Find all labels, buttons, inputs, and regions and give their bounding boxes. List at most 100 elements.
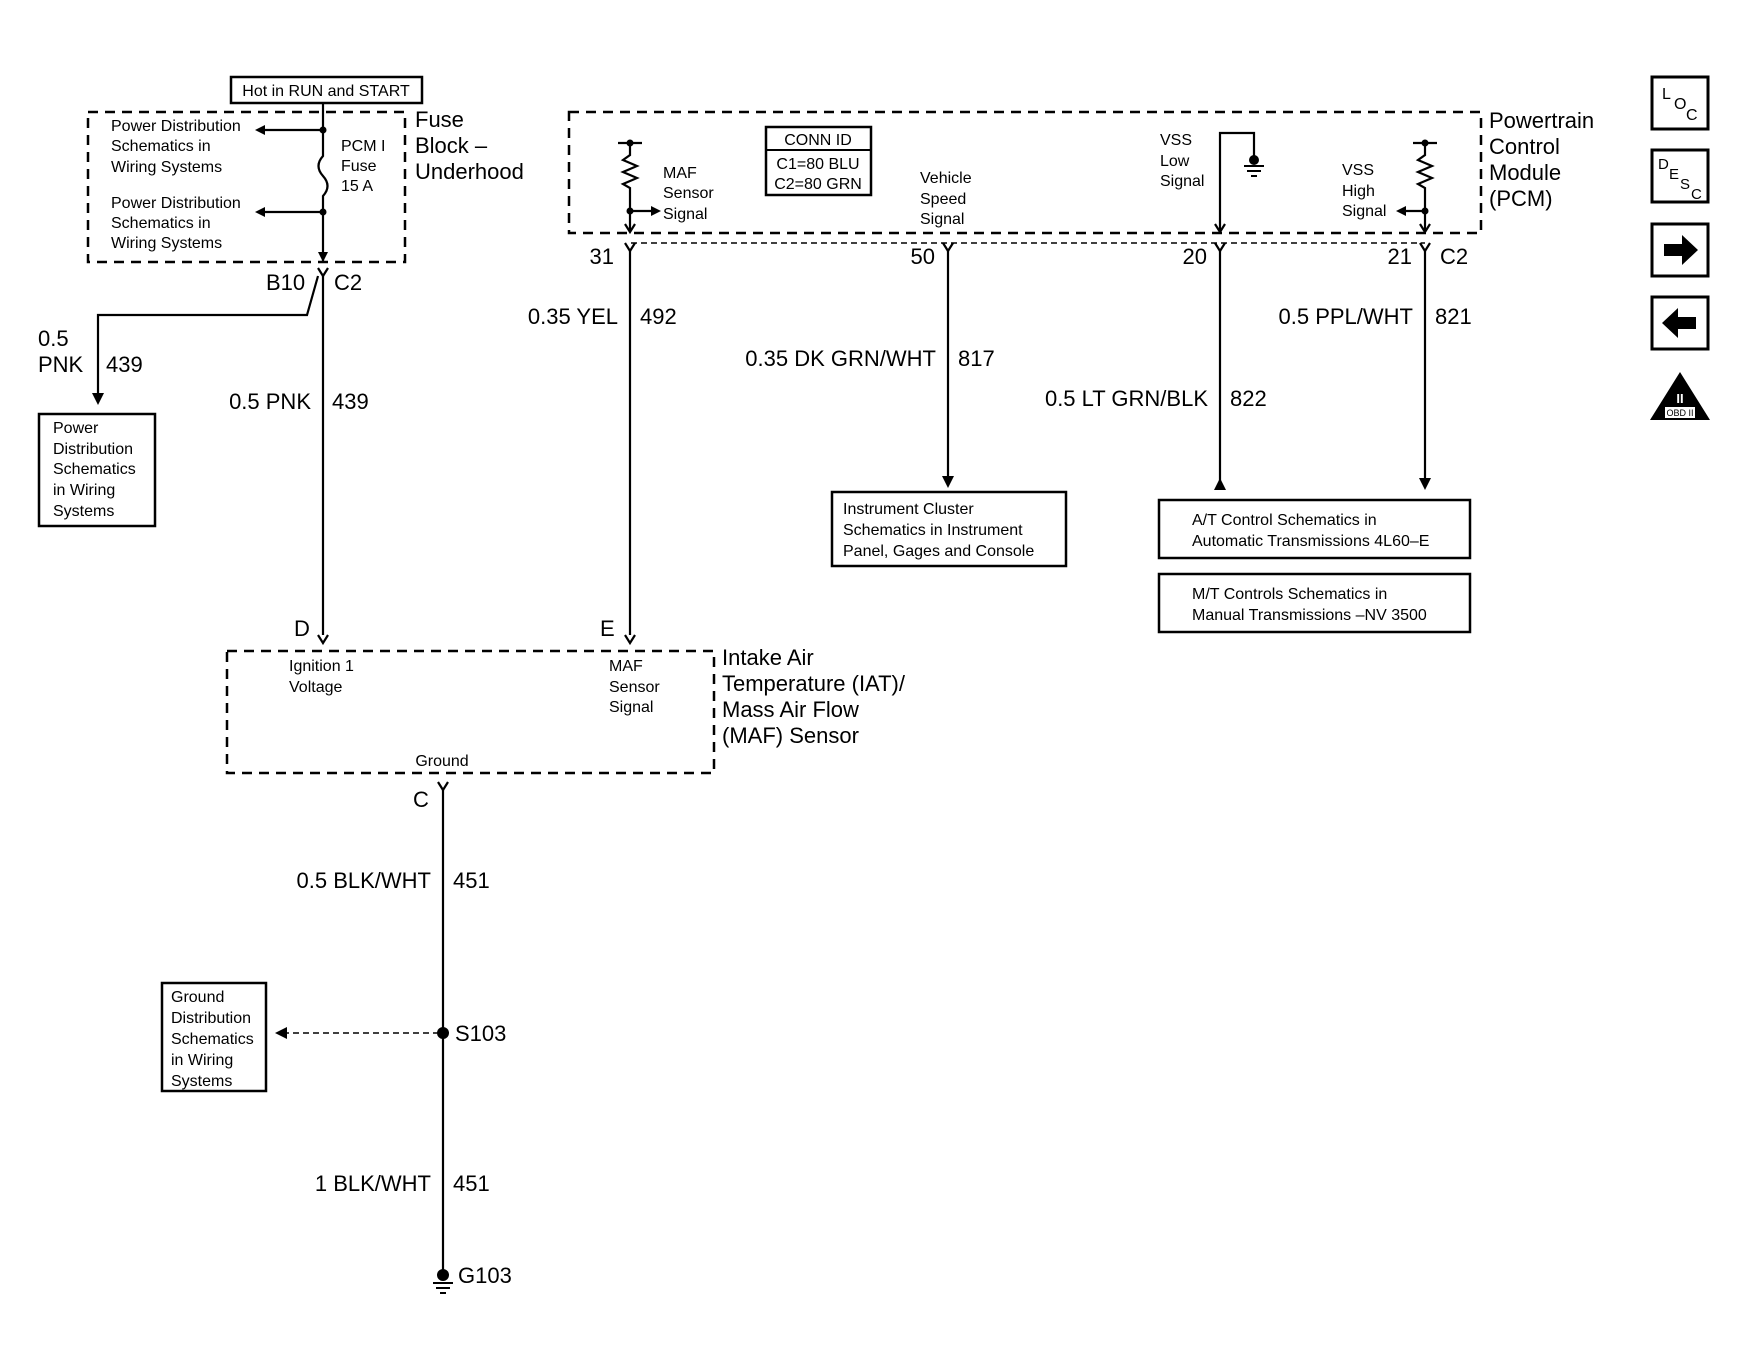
pcm-maf-circuit [618, 139, 661, 235]
maf-sensor-outline [225, 649, 716, 775]
svg-text:CONN ID: CONN ID [784, 132, 852, 149]
svg-text:E: E [1669, 166, 1679, 183]
svg-text:MAF: MAF [609, 658, 643, 675]
svg-text:O: O [1674, 96, 1686, 113]
svg-text:D: D [1658, 156, 1669, 173]
svg-text:Ground: Ground [171, 989, 224, 1006]
hot-label-text: Hot in RUN and START [242, 83, 410, 100]
svg-text:Distribution: Distribution [171, 1010, 251, 1027]
desc-button[interactable]: D E S C [1650, 148, 1710, 204]
svg-text:Schematics: Schematics [53, 461, 136, 478]
svg-text:Module: Module [1489, 160, 1561, 185]
maf-sensor-title: Intake Air Temperature (IAT)/ Mass Air F… [722, 645, 906, 748]
wire-blk2-label: 1 BLK/WHT [315, 1171, 431, 1196]
arrow-left-icon [255, 125, 265, 135]
prev-button[interactable] [1650, 295, 1710, 351]
svg-text:Schematics: Schematics [171, 1031, 254, 1048]
svg-text:Block –: Block – [415, 133, 488, 158]
svg-text:Schematics in: Schematics in [111, 138, 211, 155]
svg-text:L: L [1662, 86, 1671, 103]
svg-text:Low: Low [1160, 153, 1190, 170]
connector-symbol [317, 267, 329, 279]
svg-text:Power Distribution: Power Distribution [111, 195, 241, 212]
at-control-ref-box[interactable]: A/T Control Schematics in Automatic Tran… [1157, 498, 1472, 560]
svg-text:Wiring Systems: Wiring Systems [111, 159, 222, 176]
svg-text:S: S [1680, 176, 1690, 193]
pin-20: 20 [1183, 244, 1207, 269]
svg-text:Sensor: Sensor [663, 185, 714, 202]
wire-ppl-circuit: 821 [1435, 304, 1472, 329]
wire-ppl-label: 0.5 PPL/WHT [1279, 304, 1413, 329]
svg-text:C: C [1686, 107, 1698, 124]
wire-blk1-label: 0.5 BLK/WHT [297, 868, 431, 893]
pcm-outline [567, 110, 1483, 235]
svg-text:Instrument Cluster: Instrument Cluster [843, 501, 974, 518]
arrow-right-icon [1664, 235, 1698, 265]
wire-blk1-circuit: 451 [453, 868, 490, 893]
svg-text:II: II [1676, 391, 1683, 406]
wire-size-pnk-branch: 0.5 [38, 326, 69, 351]
svg-text:Signal: Signal [920, 211, 964, 228]
splice-s103 [437, 1027, 449, 1039]
pin-d: D [294, 616, 310, 641]
pcm-vss-high-label: VSS High Signal [1342, 162, 1386, 220]
svg-text:VSS: VSS [1160, 132, 1192, 149]
obd-ii-icon: II OBD II [1650, 372, 1710, 420]
svg-text:Underhood: Underhood [415, 159, 524, 184]
wire-ltgrn-circuit: 822 [1230, 386, 1267, 411]
svg-text:Vehicle: Vehicle [920, 170, 972, 187]
svg-text:15 A: 15 A [341, 178, 373, 195]
svg-text:Power: Power [53, 420, 99, 437]
svg-text:(MAF) Sensor: (MAF) Sensor [722, 723, 859, 748]
svg-text:Voltage: Voltage [289, 679, 342, 696]
svg-text:Temperature (IAT)/: Temperature (IAT)/ [722, 671, 906, 696]
svg-text:OBD II: OBD II [1666, 408, 1693, 418]
svg-text:Schematics in: Schematics in [111, 215, 211, 232]
svg-text:Distribution: Distribution [53, 441, 133, 458]
svg-text:Fuse: Fuse [341, 158, 377, 175]
svg-text:Fuse: Fuse [415, 107, 464, 132]
svg-text:VSS: VSS [1342, 162, 1374, 179]
pcm-fuse-label: PCM I Fuse 15 A [341, 138, 385, 195]
fuse-block-title: Fuse Block – Underhood [415, 107, 524, 184]
svg-text:Intake Air: Intake Air [722, 645, 814, 670]
svg-text:MAF: MAF [663, 165, 697, 182]
svg-text:in Wiring: in Wiring [53, 482, 115, 499]
svg-text:(PCM): (PCM) [1489, 186, 1553, 211]
ground-distribution-ref-box[interactable]: Ground Distribution Schematics in Wiring… [160, 981, 268, 1093]
ground-g103-icon [433, 1269, 453, 1294]
next-button[interactable] [1650, 222, 1710, 278]
svg-text:C1=80 BLU: C1=80 BLU [776, 156, 859, 173]
fuse-block-outline [86, 110, 407, 264]
svg-text:Signal: Signal [663, 206, 707, 223]
wire-yel-label: 0.35 YEL [528, 304, 618, 329]
svg-text:Manual Transmissions –NV 3500: Manual Transmissions –NV 3500 [1192, 607, 1427, 624]
maf-sensor-signal-label: MAF Sensor Signal [609, 658, 660, 716]
pin-21: 21 [1388, 244, 1412, 269]
power-distribution-ref-box[interactable]: Power Distribution Schematics in Wiring … [37, 412, 157, 528]
wire-pnk-main-label: 0.5 PNK [229, 389, 311, 414]
wire-pnk-main-circuit: 439 [332, 389, 369, 414]
svg-text:A/T Control Schematics in: A/T Control Schematics in [1192, 512, 1377, 529]
connector-c2-pcm: C2 [1440, 244, 1468, 269]
svg-text:High: High [1342, 183, 1375, 200]
conn-id-box: CONN ID C1=80 BLU C2=80 GRN [764, 125, 873, 197]
instrument-cluster-ref-box[interactable]: Instrument Cluster Schematics in Instrum… [830, 490, 1068, 568]
svg-text:Mass Air Flow: Mass Air Flow [722, 697, 859, 722]
wire-yel-circuit: 492 [640, 304, 677, 329]
pcm-title: Powertrain Control Module (PCM) [1489, 108, 1594, 211]
connector-b10: B10 [266, 270, 305, 295]
svg-text:Wiring Systems: Wiring Systems [111, 235, 222, 252]
svg-text:Systems: Systems [53, 503, 114, 520]
svg-text:Signal: Signal [1342, 203, 1386, 220]
mt-control-ref-box[interactable]: M/T Controls Schematics in Manual Transm… [1157, 572, 1472, 634]
pin-31: 31 [590, 244, 614, 269]
loc-button[interactable]: L O C [1650, 75, 1710, 131]
svg-text:PCM I: PCM I [341, 138, 385, 155]
arrow-left-icon [1662, 308, 1696, 338]
wire-blk2-circuit: 451 [453, 1171, 490, 1196]
svg-text:Schematics in Instrument: Schematics in Instrument [843, 522, 1023, 539]
wire-circuit-pnk-branch: 439 [106, 352, 143, 377]
pin-c: C [413, 787, 429, 812]
